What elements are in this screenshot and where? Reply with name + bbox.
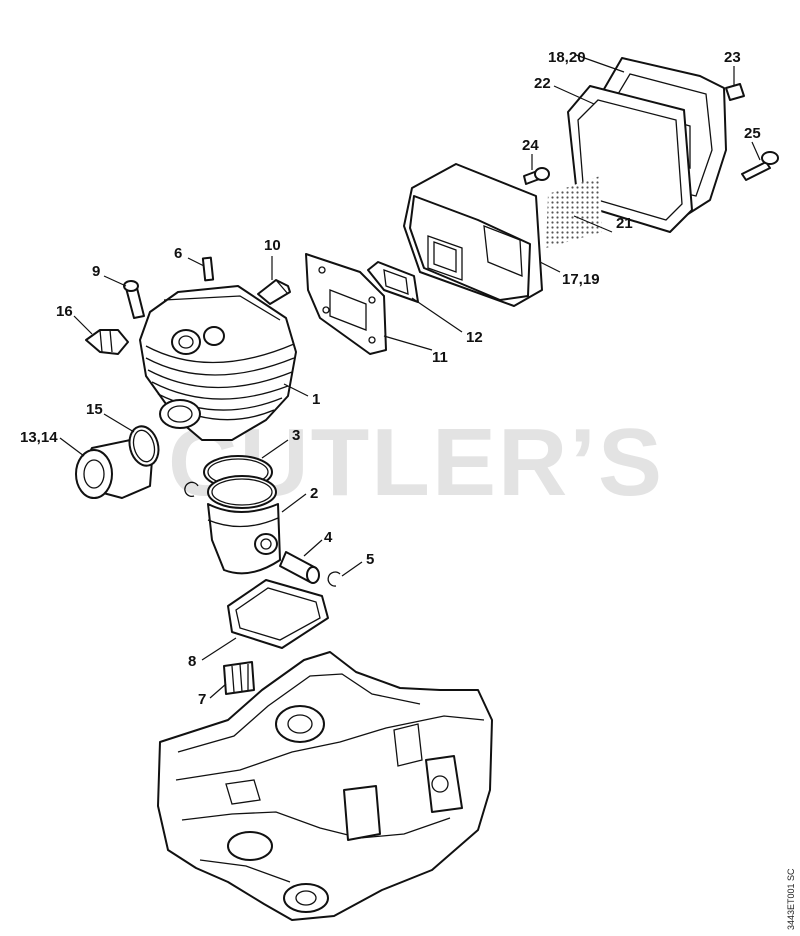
callout-6: 6 <box>174 245 182 262</box>
callout-9: 9 <box>92 263 100 280</box>
screw-25 <box>741 151 779 181</box>
callout-24: 24 <box>522 137 539 154</box>
piston-rings <box>203 455 277 509</box>
screw-9 <box>123 280 145 319</box>
callout-8: 8 <box>188 653 196 670</box>
hose-clamp <box>128 425 160 467</box>
cylinder-gasket <box>227 579 329 649</box>
piston-pin <box>279 551 320 584</box>
spark-plug <box>85 329 129 355</box>
stud <box>201 256 215 282</box>
callout-5: 5 <box>366 551 374 568</box>
callout-23: 23 <box>724 49 741 66</box>
callout-21: 21 <box>616 215 633 232</box>
gasket-12 <box>367 261 419 303</box>
piston <box>207 503 281 575</box>
callout-10: 10 <box>264 237 281 254</box>
circlip-left <box>184 481 199 497</box>
leader-lines <box>59 54 761 699</box>
callout-labels: 18,20 22 23 25 24 21 17,19 12 11 10 6 9 … <box>20 49 761 708</box>
spark-arrestor-screen <box>546 176 602 248</box>
callout-1: 1 <box>312 391 320 408</box>
screw-23 <box>725 83 745 101</box>
callout-3: 3 <box>292 427 300 444</box>
callout-7: 7 <box>198 691 206 708</box>
callout-18-20: 18,20 <box>548 49 586 66</box>
callout-11: 11 <box>432 349 448 366</box>
needle-cage <box>223 661 255 695</box>
callout-15: 15 <box>86 401 103 418</box>
callout-12: 12 <box>466 329 483 346</box>
circlip-5 <box>327 571 341 587</box>
callout-13-14: 13,14 <box>20 429 58 446</box>
screw-24 <box>523 167 550 185</box>
callout-22: 22 <box>534 75 551 92</box>
decompression-valve <box>257 279 291 305</box>
callout-4: 4 <box>324 529 333 546</box>
callout-25: 25 <box>744 125 761 142</box>
callout-16: 16 <box>56 303 73 320</box>
drawing-code: 3443ET001 SC <box>786 868 796 930</box>
callout-2: 2 <box>310 485 318 502</box>
muffler <box>403 163 543 307</box>
cylinder <box>139 285 297 441</box>
callout-17-19: 17,19 <box>562 271 600 288</box>
crankcase <box>157 651 493 921</box>
heat-shield-plate <box>305 253 387 355</box>
